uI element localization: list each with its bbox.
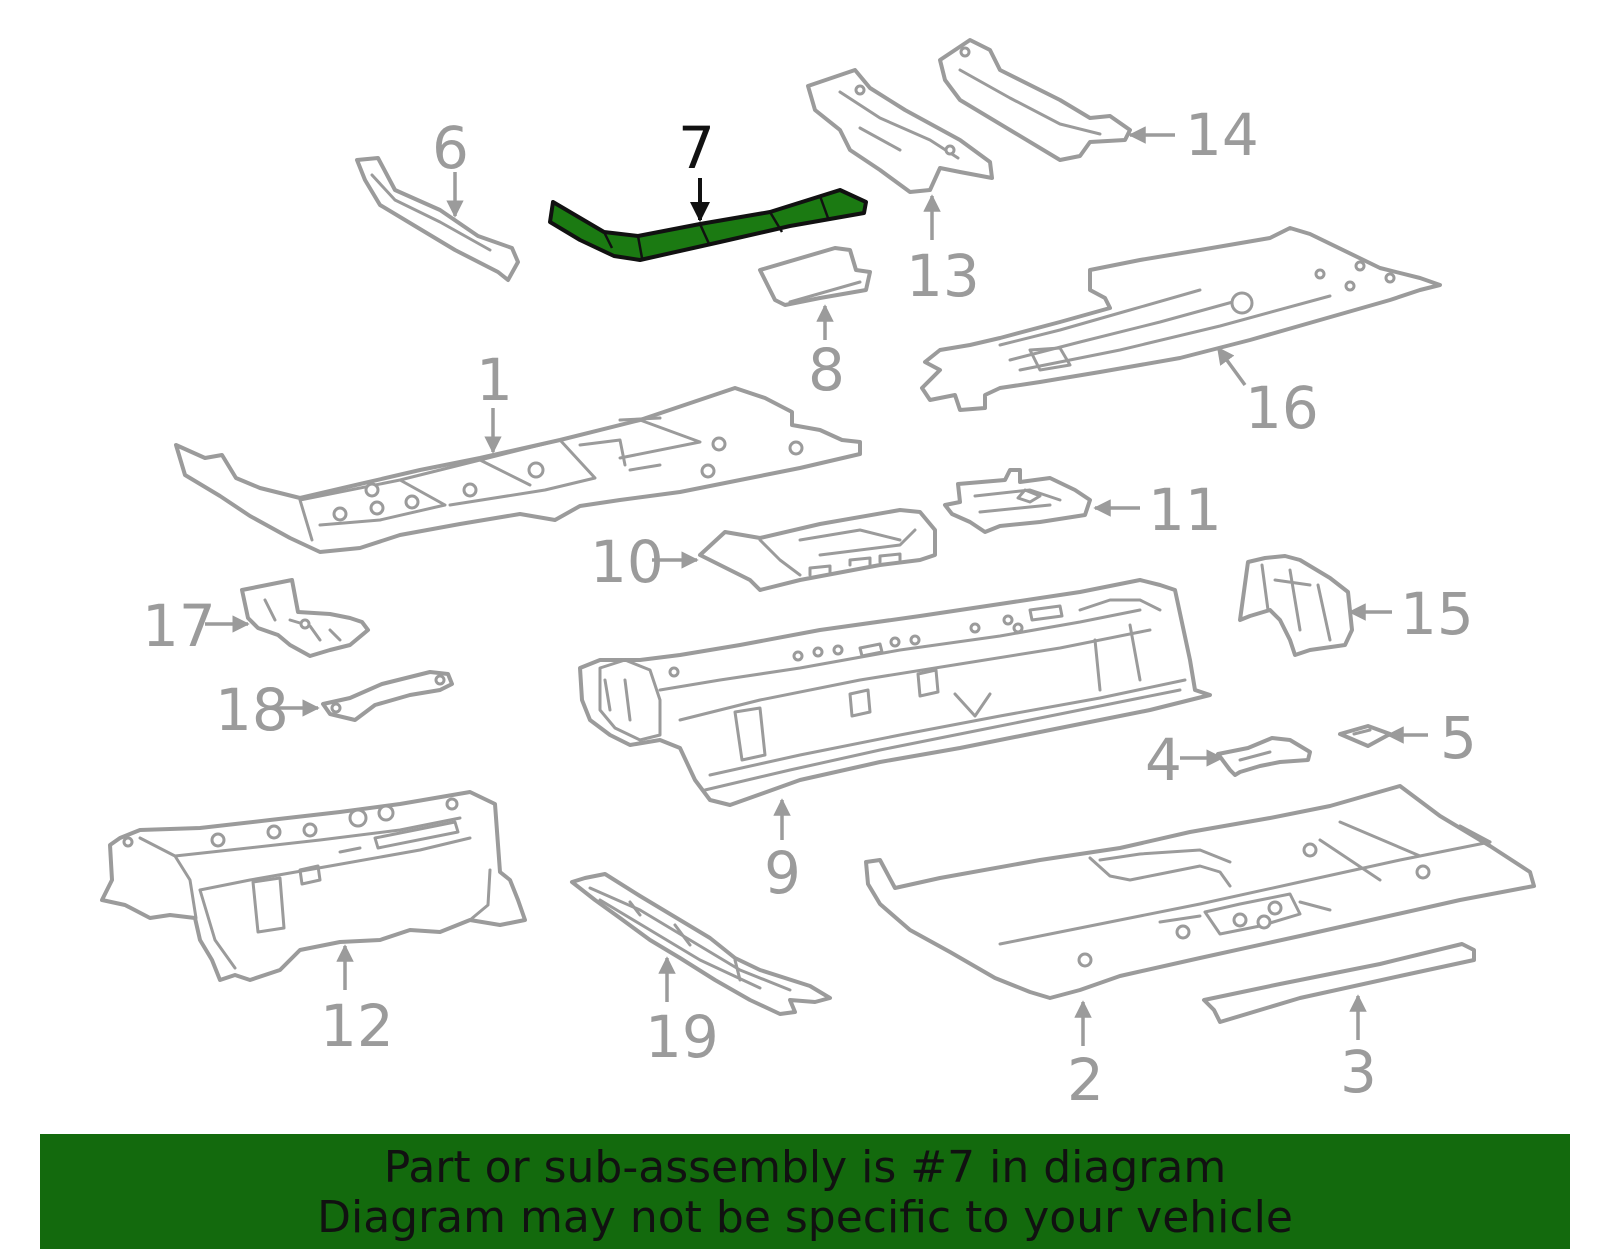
- callout-7: 7: [678, 114, 715, 182]
- part-11[interactable]: 11: [943, 468, 1222, 544]
- part-10[interactable]: 10: [590, 508, 937, 596]
- part-1[interactable]: 1: [174, 346, 862, 554]
- part-3[interactable]: 3: [1202, 942, 1476, 1106]
- callout-2: 2: [1067, 1046, 1104, 1114]
- callout-6: 6: [432, 114, 469, 182]
- callout-8: 8: [808, 336, 845, 404]
- part-15[interactable]: 15: [1238, 554, 1474, 657]
- part-7[interactable]: 7: [548, 114, 868, 262]
- callout-4: 4: [1145, 726, 1182, 794]
- part-13[interactable]: 13: [806, 68, 994, 310]
- callout-17: 17: [142, 592, 216, 660]
- callout-9: 9: [764, 839, 801, 907]
- callout-16: 16: [1245, 374, 1319, 442]
- callout-15: 15: [1400, 580, 1474, 648]
- callout-19: 19: [645, 1003, 719, 1071]
- callout-13: 13: [906, 242, 980, 310]
- part-19[interactable]: 19: [570, 872, 832, 1071]
- banner-line-2: Diagram may not be specific to your vehi…: [317, 1192, 1293, 1243]
- callout-5: 5: [1440, 704, 1477, 772]
- callout-3: 3: [1340, 1038, 1377, 1106]
- part-18[interactable]: 18: [215, 670, 454, 744]
- part-8[interactable]: 8: [758, 246, 872, 404]
- callout-10: 10: [590, 528, 664, 596]
- part-9[interactable]: 9: [578, 578, 1212, 907]
- part-16[interactable]: 16: [920, 226, 1442, 442]
- part-17[interactable]: 17: [142, 578, 370, 660]
- callout-1: 1: [476, 346, 513, 414]
- info-banner: Part or sub-assembly is #7 in diagram Di…: [40, 1134, 1570, 1249]
- part-2[interactable]: 2: [864, 784, 1536, 1114]
- callout-14: 14: [1185, 101, 1259, 169]
- part-4[interactable]: 4: [1145, 726, 1312, 794]
- part-12[interactable]: 12: [100, 790, 527, 1060]
- callout-18: 18: [215, 676, 289, 744]
- callout-11: 11: [1148, 476, 1222, 544]
- part-5[interactable]: 5: [1338, 704, 1477, 772]
- banner-line-1: Part or sub-assembly is #7 in diagram: [383, 1142, 1227, 1193]
- part-6[interactable]: 6: [355, 114, 520, 282]
- part-14[interactable]: 14: [938, 38, 1259, 169]
- leader-16: [1216, 346, 1247, 387]
- callout-12: 12: [320, 992, 394, 1060]
